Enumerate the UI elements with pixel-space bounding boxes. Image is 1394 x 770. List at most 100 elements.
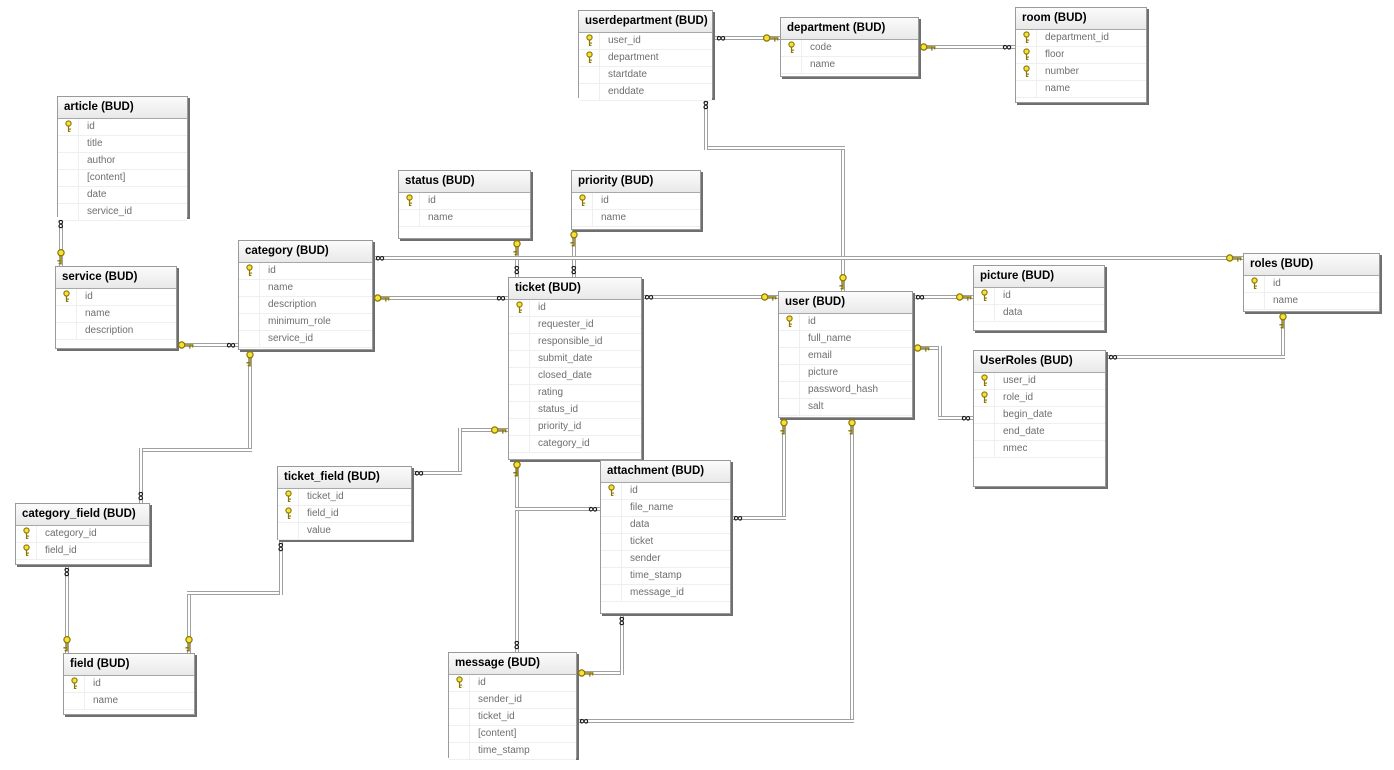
- field-row-ticket_id[interactable]: ticket_id: [449, 709, 576, 726]
- field-row-file_name[interactable]: file_name: [601, 500, 730, 517]
- field-row-time_stamp[interactable]: time_stamp: [601, 568, 730, 585]
- field-row-minimum_role[interactable]: minimum_role: [239, 314, 372, 331]
- field-row-field_id[interactable]: field_id: [16, 543, 149, 560]
- field-row-id[interactable]: id: [974, 288, 1104, 305]
- connector-segment[interactable]: [575, 671, 624, 675]
- field-row-department_id[interactable]: department_id: [1016, 30, 1146, 47]
- field-row-message_id[interactable]: message_id: [601, 585, 730, 602]
- field-row-responsible_id[interactable]: responsible_id: [509, 334, 641, 351]
- field-row-id[interactable]: id: [239, 263, 372, 280]
- table-title-room[interactable]: room (BUD): [1016, 8, 1146, 30]
- connector-segment[interactable]: [704, 96, 708, 150]
- field-row-name[interactable]: name: [1016, 81, 1146, 98]
- connector-segment[interactable]: [1104, 355, 1285, 359]
- connector-segment[interactable]: [515, 458, 519, 511]
- field-row-id[interactable]: id: [58, 119, 187, 136]
- table-title-user[interactable]: user (BUD): [779, 292, 912, 314]
- table-title-picture[interactable]: picture (BUD): [974, 266, 1104, 288]
- connector-segment[interactable]: [371, 296, 510, 300]
- field-row-value[interactable]: value: [278, 523, 411, 540]
- connector-segment[interactable]: [917, 45, 1016, 49]
- field-row-nmec[interactable]: nmec: [974, 441, 1105, 458]
- field-row-ticket[interactable]: ticket: [601, 534, 730, 551]
- field-row-id[interactable]: id: [572, 193, 700, 210]
- connector-segment[interactable]: [620, 612, 624, 675]
- field-row-id[interactable]: id: [449, 675, 576, 692]
- connector-segment[interactable]: [938, 416, 975, 420]
- connector-segment[interactable]: [572, 228, 576, 279]
- connector-segment[interactable]: [515, 507, 602, 511]
- connector-segment[interactable]: [782, 416, 786, 520]
- table-title-roles[interactable]: roles (BUD): [1244, 254, 1379, 276]
- table-title-message[interactable]: message (BUD): [449, 653, 576, 675]
- connector-segment[interactable]: [458, 428, 510, 432]
- connector-segment[interactable]: [59, 215, 63, 268]
- field-row-code[interactable]: code: [781, 40, 918, 57]
- field-row-floor[interactable]: floor: [1016, 47, 1146, 64]
- connector-segment[interactable]: [640, 295, 780, 299]
- field-row-description[interactable]: description: [239, 297, 372, 314]
- field-row-sender[interactable]: sender: [601, 551, 730, 568]
- field-row-user_id[interactable]: user_id: [579, 33, 712, 50]
- field-row-role_id[interactable]: role_id: [974, 390, 1105, 407]
- field-row-full_name[interactable]: full_name: [779, 331, 912, 348]
- field-row-id[interactable]: id: [509, 300, 641, 317]
- connector-segment[interactable]: [139, 448, 143, 505]
- field-row-name[interactable]: name: [56, 306, 176, 323]
- field-row-name[interactable]: name: [781, 57, 918, 74]
- connector-segment[interactable]: [575, 719, 854, 723]
- connector-segment[interactable]: [279, 538, 283, 595]
- table-title-priority[interactable]: priority (BUD): [572, 171, 700, 193]
- field-row-category_id[interactable]: category_id: [16, 526, 149, 543]
- field-row-password_hash[interactable]: password_hash: [779, 382, 912, 399]
- field-row-id[interactable]: id: [56, 289, 176, 306]
- field-row-begin_date[interactable]: begin_date: [974, 407, 1105, 424]
- connector-segment[interactable]: [139, 448, 252, 452]
- table-title-field[interactable]: field (BUD): [64, 654, 194, 676]
- field-row-name[interactable]: name: [572, 210, 700, 227]
- connector-segment[interactable]: [1281, 310, 1285, 359]
- field-row-name[interactable]: name: [1244, 293, 1379, 310]
- field-row-id[interactable]: id: [779, 314, 912, 331]
- field-row-email[interactable]: email: [779, 348, 912, 365]
- table-title-attachment[interactable]: attachment (BUD): [601, 461, 730, 483]
- table-title-ticket[interactable]: ticket (BUD): [509, 278, 641, 300]
- field-row-priority_id[interactable]: priority_id: [509, 419, 641, 436]
- field-row-data[interactable]: data: [974, 305, 1104, 322]
- field-row-id[interactable]: id: [601, 483, 730, 500]
- connector-segment[interactable]: [458, 428, 462, 475]
- field-row-description[interactable]: description: [56, 323, 176, 340]
- field-row-time_stamp[interactable]: time_stamp: [449, 743, 576, 760]
- table-title-article[interactable]: article (BUD): [58, 97, 187, 119]
- table-title-department[interactable]: department (BUD): [781, 18, 918, 40]
- field-row-sender_id[interactable]: sender_id: [449, 692, 576, 709]
- connector-segment[interactable]: [515, 458, 519, 654]
- field-row-data[interactable]: data: [601, 517, 730, 534]
- connector-segment[interactable]: [175, 343, 240, 347]
- field-row-field_id[interactable]: field_id: [278, 506, 411, 523]
- field-row-service_id[interactable]: service_id: [58, 204, 187, 221]
- field-row-name[interactable]: name: [239, 280, 372, 297]
- connector-segment[interactable]: [712, 36, 782, 40]
- connector-segment[interactable]: [850, 416, 854, 723]
- field-row-requester_id[interactable]: requester_id: [509, 317, 641, 334]
- connector-segment[interactable]: [938, 346, 942, 420]
- field-row-content[interactable]: [content]: [58, 170, 187, 187]
- table-title-UserRoles[interactable]: UserRoles (BUD): [974, 351, 1105, 373]
- field-row-ticket_id[interactable]: ticket_id: [278, 489, 411, 506]
